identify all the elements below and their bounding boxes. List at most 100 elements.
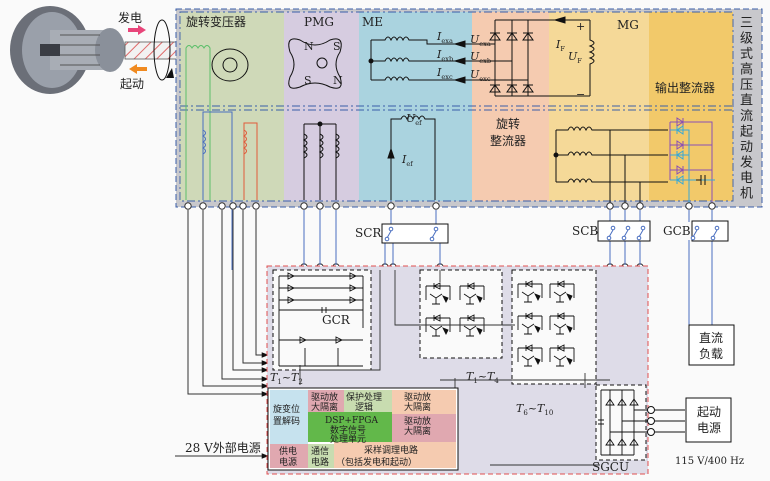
t1-t4-label: T1~T4 [466,370,499,385]
switch-contact [625,225,631,231]
rotary-transformer-symbol [211,48,249,82]
rotary-transformer-label: 旋转变压器 [186,14,246,29]
output-rectifier-region [649,12,733,201]
generate-label: 发电 [118,10,142,25]
generator-title-char: 电 [740,171,753,186]
switch-contact [610,225,616,231]
protection-logic-block [344,390,392,412]
rotation-arrowhead [166,68,174,78]
control-block-text: 通信 [311,445,329,457]
rectifier-diode [522,84,534,93]
igbt-switch [549,280,575,303]
terminal [636,202,644,210]
control-block-text: 驱动放 [404,391,431,403]
generator-title-char: 直 [740,94,753,109]
terminal [708,202,716,210]
resolver-signal-wires [175,210,269,459]
output-diode [676,175,684,185]
drive-shaft [124,41,178,60]
switch-contact [710,235,716,241]
scb-switch-box[interactable] [597,220,651,242]
terminal [184,202,192,210]
igbt-switch [459,282,485,305]
pmg-pole-label: S [333,40,341,53]
power-supply-block [270,444,308,468]
terminal [218,202,226,210]
t6-t10-label: T6~T10 [516,402,553,417]
start-power-label-1: 起动 [697,405,721,419]
pmg-pole-label: N [333,74,343,87]
me-current-b-label: Iexb [436,48,453,63]
rectifier-diode [506,32,518,41]
me-current-a-label: Iexa [436,30,453,45]
control-block-text: 保护处理 [346,391,382,403]
mg-field-voltage-label: UF [568,50,582,65]
resolver-decoder-block [270,390,308,444]
terminal [387,202,395,210]
terminal [316,202,324,210]
terminal [332,202,340,210]
start-power-box [685,397,732,443]
me-stator-windings [368,36,467,84]
scr-switch-box[interactable] [381,223,449,244]
igbt-switch [425,282,451,305]
pmg-rotor-symbol [288,38,342,89]
switch-contact [694,225,700,231]
switch-contact [433,226,439,232]
control-block-text: 电路 [311,456,329,468]
output-rectifier-bridge [669,117,715,206]
scr-label: SCR [355,226,382,240]
plus-sign: + [576,20,585,33]
switch-contact [714,225,720,231]
control-block-text: 大隔离 [311,401,338,413]
igbt-switch [517,312,543,335]
dc-load-label-1: 直流 [699,331,723,345]
me-field-winding [387,115,436,200]
rectifier-diode [489,32,501,41]
drive-isolation-block-2 [392,390,456,414]
sgcu-label: SGCU [592,460,629,474]
control-block-text: 处理单元 [330,433,366,445]
gcb-switch-box[interactable] [691,220,729,242]
start-source-wires [647,406,685,436]
inverter-t1-t4 [419,269,503,359]
rotary-transformer-windings [185,45,258,270]
rectifier-diode [522,32,534,41]
switch-contact [640,225,646,231]
dsp-fpga-block [308,412,392,442]
generate-arrow [128,25,146,35]
dc-load-label-2: 负载 [699,347,723,361]
start-power-label-2: 电源 [697,421,721,435]
generator-title-char: 流 [740,109,753,124]
gcr-label: GCR [322,313,351,327]
terminal [606,202,614,210]
igbt-switch [549,312,575,335]
mg-field-winding [553,16,595,96]
igbt-switch [517,344,543,367]
generator-title-char: 发 [740,155,753,171]
external-power-label: 28 V外部电源 [185,440,261,455]
control-block-text: 数字信号 [330,424,366,436]
generator-title-char: 高 [740,62,753,78]
control-block-text: 采样调理电路 [364,444,418,456]
output-rectifier-label: 输出整流器 [655,80,715,95]
control-block-text: 置解码 [273,415,300,427]
terminal [239,202,247,210]
start-power-spec: 115 V/400 Hz [675,456,744,467]
generator-title-char: 级 [740,32,753,47]
switch-contact [606,235,612,241]
pmg-stator-windings [302,121,340,200]
control-block-text: DSP+FPGA [325,416,378,426]
rotation-indicator [153,19,171,81]
terminal [685,202,693,210]
switch-contact [384,236,390,242]
me-label: ME [362,15,383,29]
control-block-text: 驱动放 [404,415,431,427]
control-block-text: 大隔离 [404,401,431,413]
terminal [432,202,440,210]
rotating-rectifier-bridge [465,19,590,97]
switch-contact [621,235,627,241]
me-current-c-label: Iexc [436,66,453,81]
drive-isolation-block-3 [392,414,456,442]
switch-contacts [384,225,720,242]
